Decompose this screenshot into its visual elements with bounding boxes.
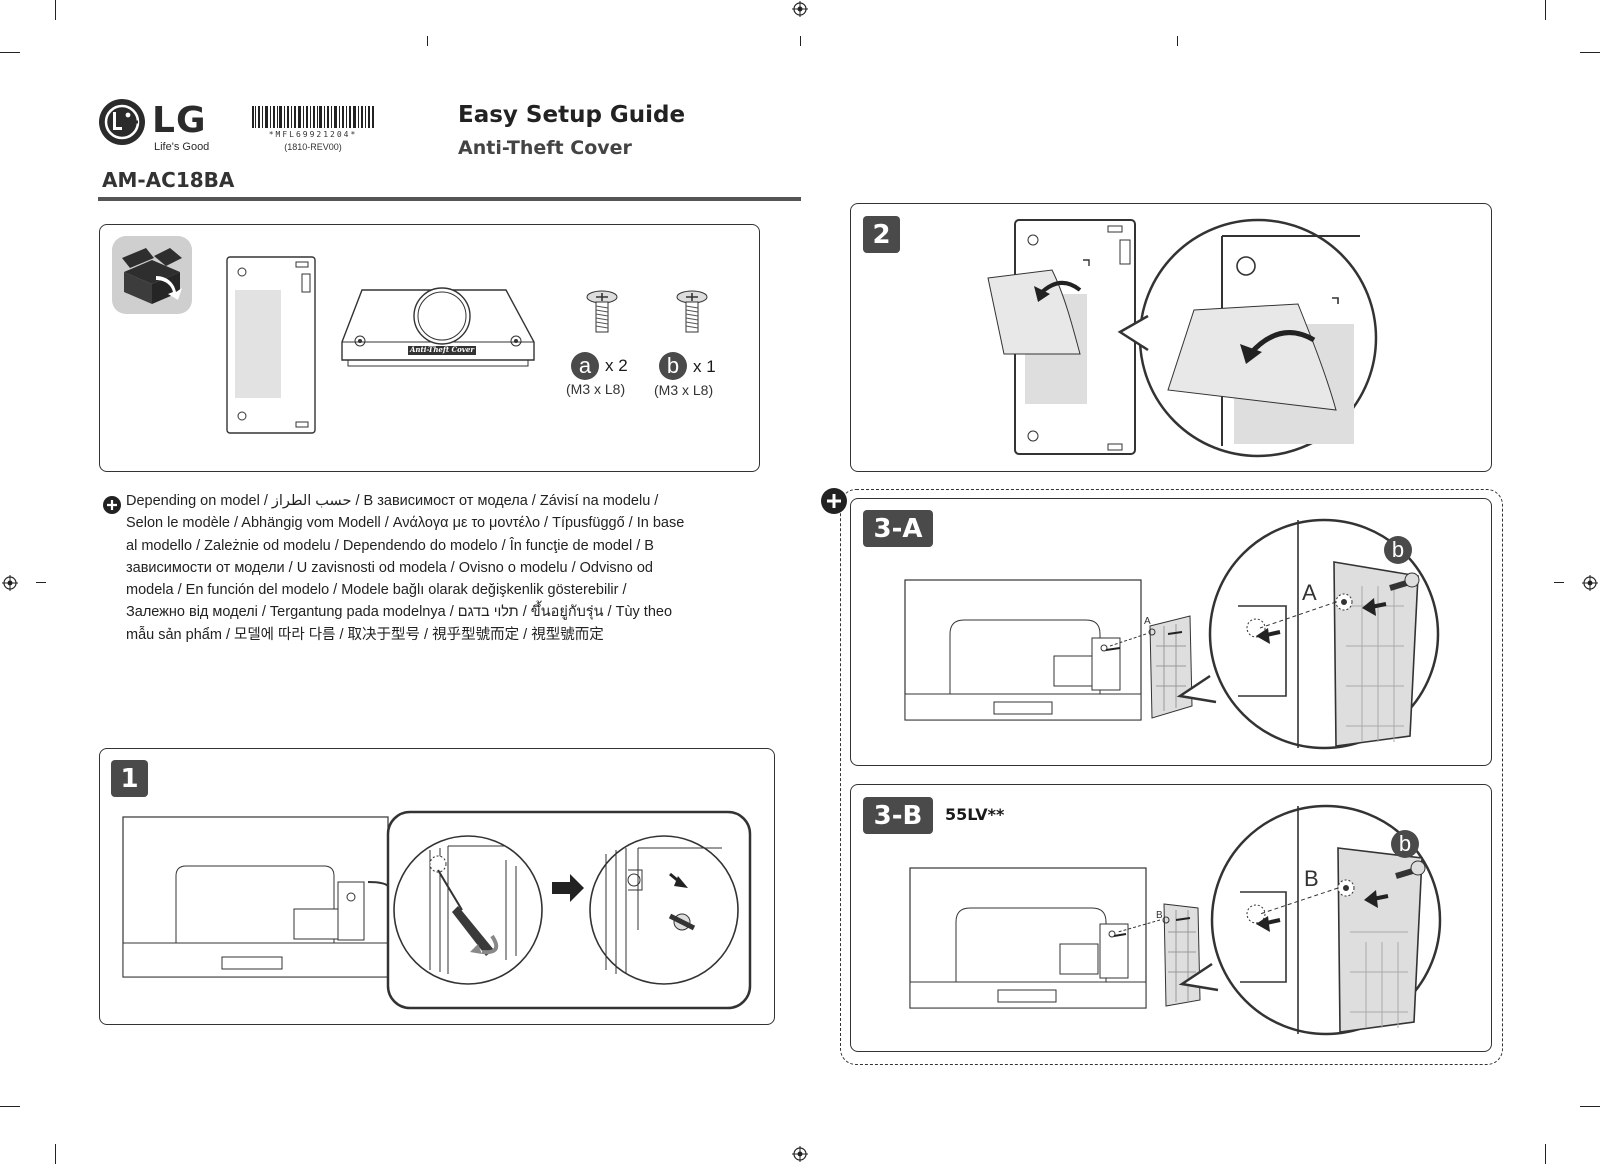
guide-title: Easy Setup Guide [458,102,686,128]
plus-circle-icon [103,496,121,514]
step-3b-badge: 3-B [863,797,933,834]
step-3a-badge: 3-A [863,510,933,547]
step-2-badge: 2 [863,216,900,253]
screw-b-badge: b [659,352,687,380]
barcode-image [252,106,374,128]
revision-code: (1810-REV00) [284,142,342,152]
screw-b-callout: b [1391,830,1419,858]
brand-name: LG [152,100,207,141]
box-contents-icon [112,236,192,314]
screw-a-badge: a [571,352,599,380]
crop-mark [1545,0,1546,20]
model-number: AM-AC18BA [102,168,235,192]
screw-a-spec: (M3 x L8) [566,381,626,397]
step-1-illustration [122,810,752,1010]
hole-b-small-label: B [1156,910,1163,921]
step-3b-illustration: B B [909,804,1442,1036]
step-3b-number: 3-B [873,800,923,831]
step-1-badge: 1 [111,760,148,797]
registration-target-icon [792,1,808,17]
step-3b-model: 55LV** [945,805,1005,824]
crop-mark [0,52,20,53]
registration-target-icon [792,1146,808,1162]
registration-target-icon [1582,575,1598,591]
anti-theft-cover-illustration [341,287,535,367]
crop-mark [1545,1144,1546,1164]
step-1-number: 1 [120,763,139,794]
screw-b-letter: b [666,353,680,378]
back-plate-illustration [226,256,316,434]
crop-mark [55,1144,56,1164]
step-3a-illustration: A A [904,518,1440,750]
step-2-number: 2 [872,219,891,250]
hole-a-label: A [1302,580,1317,605]
screw-b-callout: b [1384,536,1412,564]
brand-tagline: Life's Good [154,141,210,153]
crop-mark [0,1106,20,1107]
crop-mark [1580,1106,1600,1107]
barcode-number: *MFL69921204* [268,130,358,139]
hole-a-small-label: A [1144,616,1151,627]
crop-mark [55,0,56,20]
fold-mark [1554,582,1564,583]
registration-target-icon [2,575,18,591]
screw-b-callout-letter: b [1391,537,1405,562]
step-3-dashed-group [840,489,1503,1065]
screw-a-letter: a [578,353,592,378]
screw-b-quantity: x 1 [693,357,716,376]
model-variation-note: Depending on model / حسب الطراز / В зави… [126,493,685,643]
crop-mark [1580,52,1600,53]
header-rule [98,197,801,201]
step-2-illustration [987,218,1378,458]
screw-b-spec: (M3 x L8) [654,382,714,398]
fold-mark [36,582,46,583]
cover-label: Anti-Theft Cover [409,345,475,354]
step-3a-number: 3-A [873,513,923,544]
fold-mark [1177,36,1178,46]
lg-logo-icon [99,99,145,145]
plus-circle-icon [821,488,847,514]
fold-mark [800,36,801,46]
hole-b-label: B [1304,866,1319,891]
guide-subtitle: Anti-Theft Cover [458,137,632,159]
screw-b-icon [676,290,708,333]
screw-a-icon [586,290,618,333]
screw-a-quantity: x 2 [605,356,628,375]
fold-mark [427,36,428,46]
screw-b-callout-letter: b [1398,831,1412,856]
